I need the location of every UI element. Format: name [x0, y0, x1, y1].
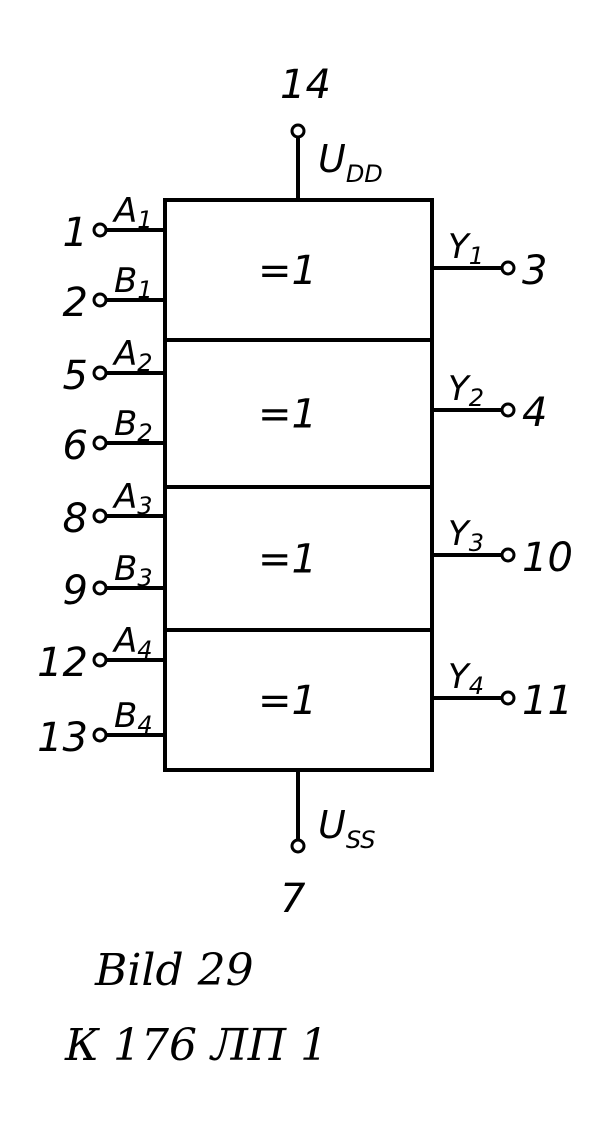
pin-number: 4 — [522, 390, 547, 436]
pin-number: 11 — [522, 678, 573, 724]
input-pin: 1 A1 — [63, 191, 165, 256]
input-label: A4 — [112, 621, 153, 664]
pin-terminal — [92, 580, 108, 596]
input-label: B2 — [114, 404, 153, 447]
xor-gate-1: =1 1 A1 2 B1 3 Y1 — [63, 191, 548, 326]
pin-number: 3 — [522, 248, 547, 294]
pin-number: 8 — [63, 496, 88, 542]
pin-number: 13 — [37, 715, 88, 761]
gate-function: =1 — [258, 537, 317, 583]
pin-number: 2 — [63, 280, 88, 326]
output-pin: 3 Y1 — [432, 227, 547, 294]
gate-function: =1 — [258, 392, 317, 438]
xor-gate-3: =1 8 A3 9 B3 10 Y3 — [63, 477, 573, 614]
pin-terminal — [500, 547, 516, 563]
output-pin: 4 Y2 — [432, 369, 547, 436]
output-label: Y1 — [448, 227, 484, 270]
pin-terminal — [500, 690, 516, 706]
ground-label: USS — [318, 803, 375, 854]
output-pin: 10 Y3 — [432, 514, 573, 581]
pin-number: 10 — [522, 535, 573, 581]
pin-terminal — [500, 260, 516, 276]
pin-terminal — [500, 402, 516, 418]
input-pin: 5 A2 — [63, 334, 165, 399]
pin-number: 6 — [63, 423, 88, 469]
input-label: B3 — [114, 549, 153, 592]
input-label: A3 — [112, 477, 153, 520]
pin-terminal — [92, 435, 108, 451]
pin-number: 14 — [280, 62, 331, 108]
pin-terminal — [92, 508, 108, 524]
input-pin: 12 A4 — [37, 621, 165, 686]
input-label: A1 — [112, 191, 153, 234]
pin-number: 1 — [63, 210, 88, 256]
input-pin: 6 B2 — [63, 404, 165, 469]
gate-function: =1 — [258, 678, 317, 724]
pin-terminal — [92, 727, 108, 743]
input-pin: 9 B3 — [63, 549, 165, 614]
input-label: B4 — [114, 696, 153, 739]
part-number: К 176 ЛП 1 — [64, 1020, 328, 1071]
output-label: Y4 — [448, 657, 484, 700]
pin-number: 7 — [280, 876, 306, 922]
input-pin: 2 B1 — [63, 261, 165, 326]
pin-terminal — [92, 292, 108, 308]
pin-number: 5 — [63, 353, 88, 399]
supply-label: UDD — [318, 137, 383, 188]
pin-terminal — [92, 222, 108, 238]
input-pin: 13 B4 — [37, 696, 165, 761]
xor-gate-4: =1 12 A4 13 B4 11 Y4 — [37, 621, 573, 761]
output-label: Y3 — [448, 514, 484, 557]
figure-caption: Bild 29 — [94, 945, 254, 996]
pin-terminal — [92, 652, 108, 668]
input-label: A2 — [112, 334, 153, 377]
pin-terminal — [92, 365, 108, 381]
output-label: Y2 — [448, 369, 484, 412]
xor-gate-2: =1 5 A2 6 B2 4 Y2 — [63, 334, 548, 469]
supply-pin: 14 UDD — [280, 62, 383, 200]
output-pin: 11 Y4 — [432, 657, 573, 724]
ground-pin: 7 USS — [280, 770, 375, 922]
gate-function: =1 — [258, 248, 317, 294]
input-label: B1 — [114, 261, 153, 304]
input-pin: 8 A3 — [63, 477, 165, 542]
pin-number: 9 — [63, 568, 88, 614]
pin-number: 12 — [37, 640, 88, 686]
